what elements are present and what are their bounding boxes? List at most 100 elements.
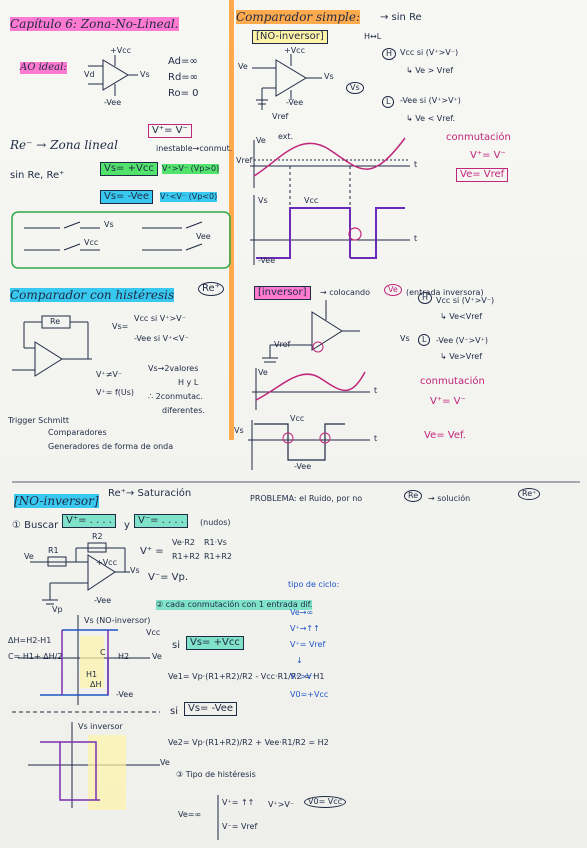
case2-box: Vs= -Vee <box>184 702 237 716</box>
waveform-inv <box>248 368 370 470</box>
problem-text: PROBLEMA: el Ruido, por no <box>250 494 363 503</box>
vminus-eq: V⁻= Vp. <box>148 572 189 583</box>
cycle-step-2: V⁺= Vref <box>290 640 326 649</box>
graph-label-ve: Ve <box>152 652 162 661</box>
switch-label-vs: Vs <box>104 220 114 229</box>
step3-case-1: V⁻= Vref <box>222 822 258 831</box>
noninverting-circuit <box>30 542 130 605</box>
inv-commutation-title: conmutación <box>420 376 485 387</box>
inv-commutation-eq: V⁺= V⁻ <box>430 396 466 407</box>
r-opamp-vee: -Vee <box>286 98 304 107</box>
use-comparators: Comparadores <box>48 428 107 437</box>
inv-case-2: -Vee (V⁻>V⁺) <box>436 336 488 345</box>
noninv-hl: H↔L <box>364 32 382 41</box>
circuit-vee: -Vee <box>94 596 112 605</box>
wave2-vs: Vs <box>234 426 244 435</box>
step3-result: V⁺>V⁻ <box>268 800 295 809</box>
wave1-ext: ext. <box>278 132 294 141</box>
circuit-ve: Ve <box>24 552 34 561</box>
unstable-note: inestable→conmut. <box>156 144 233 153</box>
comparator-inv-circuit <box>262 300 360 363</box>
sat-high-cond: V⁺>V⁻ (Vp>0) <box>162 164 220 174</box>
circuit-r1: R1 <box>48 546 59 555</box>
wave1-t2: t <box>414 234 418 243</box>
step1-box1: V⁺= . . . . <box>62 514 116 528</box>
cycle-step-5: V0=+Vcc <box>290 690 329 699</box>
hyst-note-0: V⁺≠V⁻ <box>96 370 123 379</box>
inv-desc: → colocando <box>320 288 370 297</box>
use-generators: Generadores de forma de onda <box>48 442 174 451</box>
waveform-noninv <box>250 137 410 265</box>
step2-label: ② cada conmutación con 1 entrada dif. <box>156 600 313 610</box>
case-top-2: -Vee si (V⁺>V⁺) <box>400 96 461 105</box>
case1-box: Vs= +Vcc <box>186 636 244 650</box>
hysteresis-title: Comparador con histéresis <box>10 288 175 302</box>
ao-param-ro: Ro= 0 <box>168 88 199 99</box>
inv-ve: Ve <box>384 284 402 296</box>
unstable-box: V⁺= V⁻ <box>148 124 192 138</box>
graph-title: Vs (NO-inversor) <box>84 616 151 625</box>
case-mark-h: H <box>382 48 397 60</box>
graph-label-vee: -Vee <box>116 690 134 699</box>
wave1-vcc: Vcc <box>304 196 319 205</box>
case2-si: si <box>170 706 178 717</box>
step3-label: ③ Tipo de histéresis <box>176 770 256 779</box>
case-top-0: Vcc si (V⁺>V⁻) <box>400 48 459 57</box>
vplus-formula-lhs: V⁺ = <box>140 546 164 557</box>
switch-sketches <box>24 221 203 251</box>
graph-label-dh: ΔH <box>90 680 102 689</box>
step1-nodes: (nudos) <box>200 518 231 527</box>
opamp-vd-label: Vd <box>84 70 95 79</box>
hyst-vs-case-low: -Vee si V⁺<V⁻ <box>134 334 189 343</box>
cycle-title: tipo de ciclo: <box>288 580 340 589</box>
inv-commutation-res: Ve= Vef. <box>424 430 466 441</box>
cycle-step-3: ↓ <box>296 656 303 665</box>
hyst-re-label: Re <box>50 317 61 326</box>
hyst-note-1: V⁺= f(Us) <box>96 388 135 397</box>
vplus-term-0: Ve·R2 <box>172 538 195 547</box>
cycle-step-4: V⁺>V⁻ <box>290 672 317 681</box>
problem-re: Re <box>404 490 423 502</box>
step3-lhs: Ve=∞ <box>178 810 202 819</box>
case-top-1: ↳ Ve > Vref <box>406 66 454 75</box>
solution-re: Re⁺ <box>518 488 541 500</box>
inv-graph-ve: Ve <box>160 758 170 767</box>
sat-low-cond: V⁺<V⁻ (Vp<0) <box>160 192 218 202</box>
graph-label-h2: H2 <box>118 652 130 661</box>
case-mark-vs: Vs <box>346 82 364 94</box>
hyst-vs-case-high: Vcc si V⁺>V⁻ <box>134 314 186 323</box>
ninv-title: [NO-inversor] <box>14 494 99 508</box>
case1-si: si <box>172 640 180 651</box>
trigger-label: Trigger Schmitt <box>8 416 69 425</box>
chapter-title: Capítulo 6: Zona-No-Lineal. <box>10 17 179 31</box>
ao-param-rd: Rd=∞ <box>168 72 199 83</box>
vplus-term-2: R1·Vs <box>204 538 227 547</box>
circuit-vs: Vs <box>130 566 140 575</box>
inv-desc2: (entrada inversora) <box>406 288 484 297</box>
wave1-ve: Ve <box>256 136 266 145</box>
r-opamp-ve: Ve <box>238 62 248 71</box>
wave1-vref: Vref <box>236 156 253 165</box>
sat-high-box: Vs= +Vcc <box>100 162 158 176</box>
r-opamp-vref: Vref <box>272 112 289 121</box>
switch-label-vcc: Vcc <box>84 238 99 247</box>
circuit-vcc: +Vcc <box>96 558 117 567</box>
noninv-box: [NO-inversor] <box>252 30 328 44</box>
case-mark-l: L <box>382 96 395 108</box>
solution-text: → solución <box>428 494 471 503</box>
sin-re-label: sin Re, Re⁺ <box>10 170 65 181</box>
ao-param-ad: Ad=∞ <box>168 56 198 67</box>
step3-case-0: V⁺= ↑↑ <box>222 798 255 807</box>
ao-ideal-label: AO ideal: <box>20 62 67 74</box>
ve2-eq: Ve2= Vp·(R1+R2)/R2 + Vee·R1/R2 = H2 <box>168 738 329 747</box>
inv-case-3: ↳ Ve>Vref <box>440 352 483 361</box>
column-divider <box>229 0 234 440</box>
inv-vs: Vs <box>400 334 410 343</box>
ve1-eq: Ve1= Vp·(R1+R2)/R2 - Vcc·R1/R2 = H1 <box>168 672 325 681</box>
simple-suffix: → sin Re <box>380 12 422 23</box>
wave1-vee: -Vee <box>258 256 276 265</box>
hysteresis-graph-inv <box>28 722 160 810</box>
r-opamp-vcc: +Vcc <box>284 46 305 55</box>
cycle-step-0: Ve→∞ <box>290 608 314 617</box>
